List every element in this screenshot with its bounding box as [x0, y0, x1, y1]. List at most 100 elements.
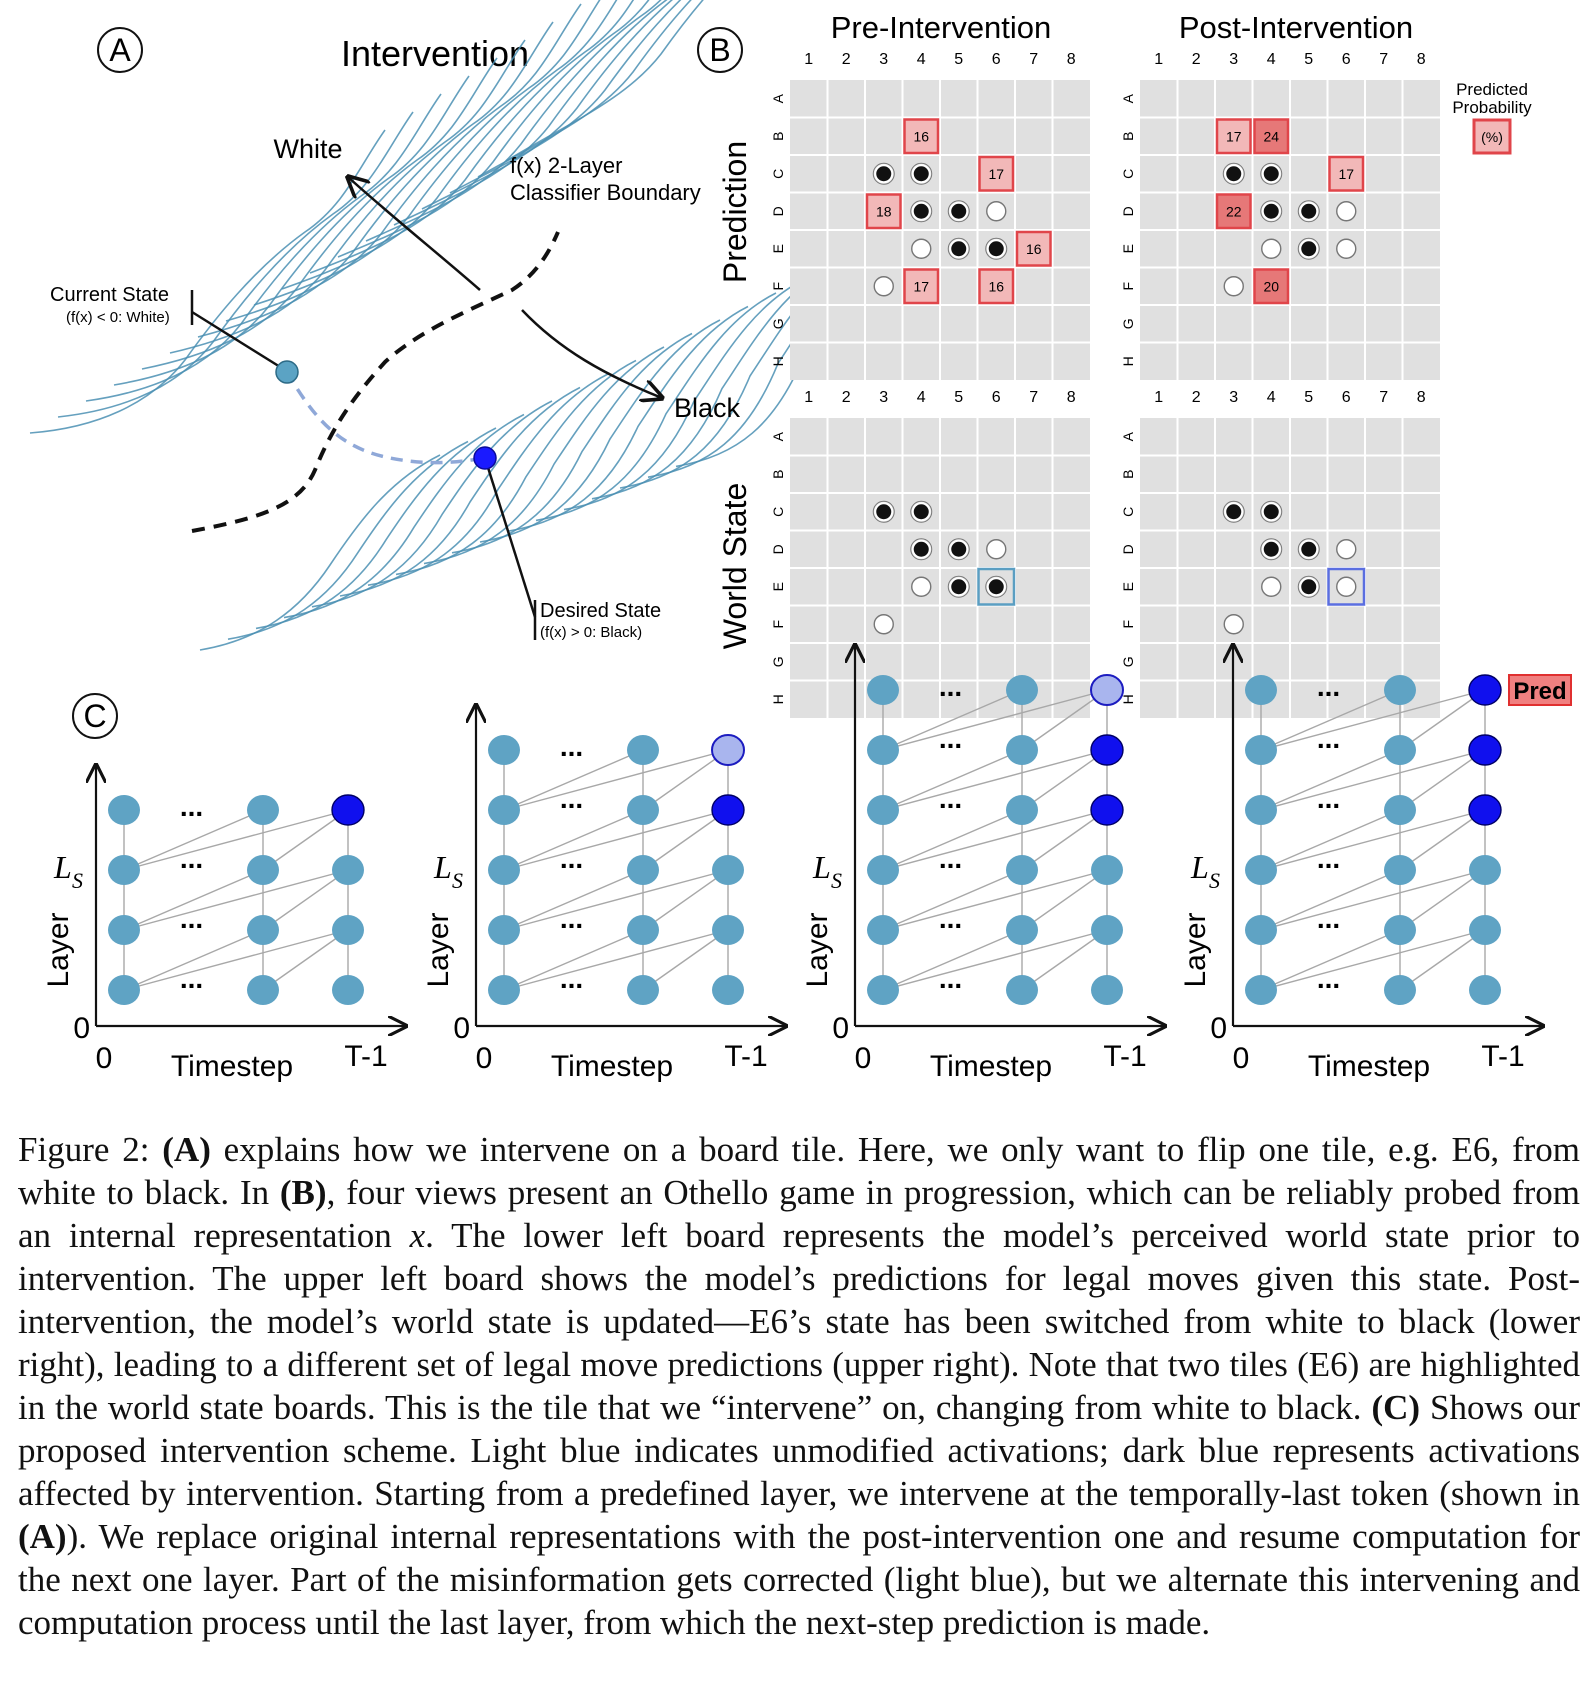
black-piece-ring — [1222, 500, 1245, 523]
caption-figure-number: Figure 2: — [18, 1130, 163, 1169]
attention-edge — [503, 809, 644, 871]
column-label: 8 — [1417, 51, 1426, 68]
attention-edge — [882, 929, 1023, 991]
white-piece — [1336, 201, 1357, 222]
white-piece — [1336, 576, 1357, 597]
black-piece-ring — [1297, 538, 1320, 561]
desired-state-label: Desired State — [540, 600, 661, 622]
black-piece — [1299, 539, 1319, 559]
caption-ref-a-2: (A) — [18, 1517, 67, 1556]
attention-edge — [882, 929, 1108, 991]
legal-move-probability-box — [1015, 230, 1052, 267]
ellipsis: ... — [1317, 963, 1340, 994]
activation-node — [1091, 915, 1123, 945]
caption-text-1: explains how we intervene on a board til… — [18, 1130, 1581, 1212]
black-piece — [874, 502, 894, 522]
attention-edge — [503, 749, 729, 811]
ellipsis: ... — [1317, 903, 1340, 934]
contour-line — [253, 0, 601, 306]
activation-node — [1469, 915, 1501, 945]
contour-line — [451, 332, 693, 554]
row-label: E — [770, 582, 786, 591]
timestep-axis-label: Timestep — [551, 1050, 673, 1083]
black-piece-ring — [1260, 162, 1283, 185]
black-piece-ring — [947, 200, 970, 223]
timestep-axis-end: T-1 — [1481, 1040, 1524, 1073]
contour-line — [113, 75, 470, 386]
post-intervention-title: Post-Intervention — [1179, 10, 1413, 45]
contour-line — [199, 454, 441, 651]
activation-node — [1384, 795, 1416, 825]
contour-line — [169, 39, 526, 354]
activation-node — [867, 855, 899, 885]
ls-layer-label: L — [812, 849, 831, 885]
column-label: 6 — [1342, 389, 1351, 406]
activation-node — [108, 855, 140, 885]
activation-node — [108, 915, 140, 945]
activation-node — [1384, 975, 1416, 1005]
black-piece-ring — [910, 500, 933, 523]
black-piece — [949, 201, 969, 221]
white-piece — [986, 201, 1007, 222]
black-piece — [986, 239, 1006, 259]
caption-text-4: Shows our proposed intervention scheme. … — [18, 1388, 1580, 1513]
contour-line — [505, 0, 704, 162]
attention-edge — [123, 929, 349, 991]
activation-node — [247, 915, 279, 945]
column-label: 5 — [954, 389, 963, 406]
row-label: A — [770, 431, 786, 441]
contour-line — [283, 413, 525, 619]
white-direction-arrow — [348, 177, 481, 291]
panel-b-label: B — [709, 32, 730, 68]
intervened-activation-node — [331, 794, 365, 826]
attention-edge — [1260, 809, 1486, 871]
activation-node — [1384, 675, 1416, 705]
black-piece-ring — [872, 162, 895, 185]
black-piece-ring — [985, 575, 1008, 598]
black-piece-ring — [1260, 200, 1283, 223]
ls-layer-label: L — [53, 849, 72, 885]
caption-text-3: . The lower left board represents the mo… — [18, 1216, 1580, 1427]
probability-value: 17 — [913, 278, 929, 294]
intervened-activation-node — [1090, 734, 1124, 766]
black-piece — [1299, 577, 1319, 597]
activation-node — [1384, 855, 1416, 885]
column-label: 3 — [879, 51, 888, 68]
prediction-box — [1508, 674, 1572, 706]
ellipsis: ... — [560, 963, 583, 994]
black-label: Black — [674, 393, 741, 423]
attention-edge — [1021, 869, 1108, 931]
probability-value: 16 — [913, 128, 929, 144]
column-label: 5 — [1304, 51, 1313, 68]
black-piece — [949, 239, 969, 259]
row-label: G — [770, 318, 786, 329]
pre-intervention-title: Pre-Intervention — [831, 10, 1052, 45]
activation-node — [867, 675, 899, 705]
intervened-tile-highlight — [977, 567, 1016, 606]
attention-edge — [262, 809, 349, 871]
attention-edge — [882, 809, 1023, 871]
attention-edge — [503, 929, 729, 991]
ellipsis: ... — [560, 731, 583, 762]
white-label: White — [273, 134, 342, 164]
black-piece-ring — [910, 200, 933, 223]
attention-edge — [503, 869, 729, 931]
attention-edge — [503, 869, 644, 931]
attention-edge — [1399, 929, 1486, 991]
attention-edge — [1260, 929, 1486, 991]
intervened-tile-highlight — [1327, 567, 1366, 606]
legal-move-probability-box — [1328, 155, 1365, 192]
attention-edge — [1399, 869, 1486, 931]
contour-line — [311, 400, 553, 608]
figure-caption: Figure 2: (A) explains how we intervene … — [18, 1128, 1580, 1644]
row-label: A — [1120, 431, 1136, 441]
black-piece-ring — [1297, 200, 1320, 223]
ls-layer-label: L — [433, 849, 452, 885]
attention-edge — [882, 809, 1108, 871]
column-label: 4 — [917, 389, 926, 406]
contour-line — [421, 0, 674, 210]
activation-node — [1384, 915, 1416, 945]
activation-node — [247, 855, 279, 885]
row-label: A — [770, 93, 786, 103]
